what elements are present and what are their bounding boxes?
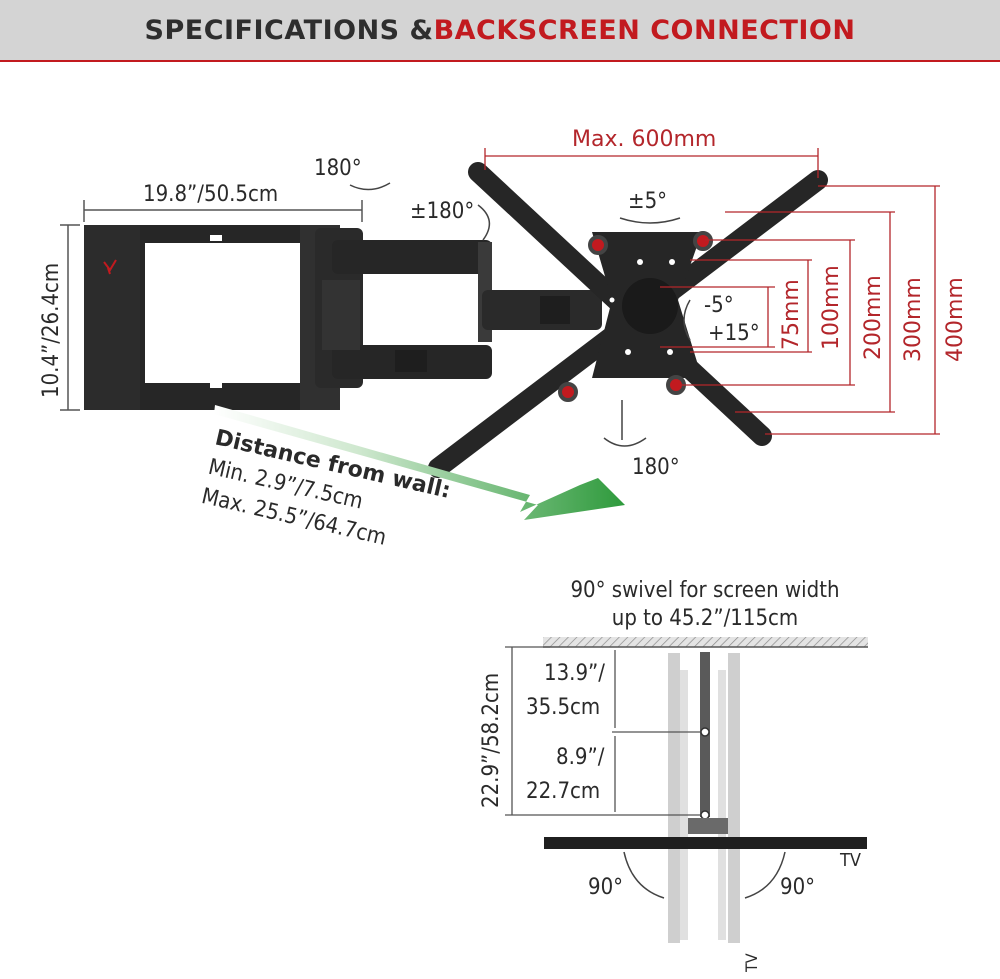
swivel-angle-right: 90° bbox=[780, 875, 815, 900]
tilt-up-label: +15° bbox=[708, 321, 760, 346]
swivel-right-arrow-icon bbox=[744, 851, 786, 899]
vesa-bracket bbox=[428, 162, 828, 478]
vesa-200-label: 200mm bbox=[861, 275, 886, 360]
header-title-part1: SPECIFICATIONS & bbox=[144, 14, 434, 46]
swivel-angle-left: 90° bbox=[588, 875, 623, 900]
vesa-300-label: 300mm bbox=[901, 277, 926, 362]
vesa-400-label: 400mm bbox=[943, 277, 968, 362]
rotation-bottom-arrow-icon bbox=[603, 400, 647, 447]
swivel-dimension-lines bbox=[505, 646, 700, 816]
swing-arms bbox=[315, 228, 602, 388]
swivel-ghost-tvs bbox=[668, 653, 740, 943]
distance-arrow-icon bbox=[214, 405, 625, 520]
swivel-title-line1: 90° swivel for screen width bbox=[570, 578, 839, 603]
vesa-100-label: 100mm bbox=[819, 265, 844, 350]
rotation-top-label: 180° bbox=[314, 156, 362, 181]
swivel-lower-line1: 8.9”/ bbox=[556, 745, 605, 770]
rotation-top-arrow-icon bbox=[349, 182, 391, 191]
rotation-arm-arrow-icon bbox=[477, 204, 491, 241]
wall-height-label: 10.4”/26.4cm bbox=[39, 263, 64, 398]
swivel-upper-line2: 35.5cm bbox=[526, 695, 600, 720]
rotation-arm-label: ±180° bbox=[410, 199, 474, 224]
swivel-depth-label: 22.9”/58.2cm bbox=[479, 673, 504, 808]
swivel-title-line2: up to 45.2”/115cm bbox=[612, 606, 798, 631]
tilt-arrow-icon bbox=[683, 299, 691, 341]
distance-text-group: Distance from wall: Min. 2.9”/7.5cm Max.… bbox=[199, 425, 453, 550]
vesa-75-label: 75mm bbox=[779, 279, 804, 350]
wall-plate bbox=[84, 225, 340, 410]
swivel-tv-label: TV bbox=[839, 850, 861, 871]
wall-width-label: 19.8”/50.5cm bbox=[143, 182, 278, 207]
header-title-part2: BACKSCREEN CONNECTION bbox=[433, 14, 856, 46]
rotation-bottom-label: 180° bbox=[632, 455, 680, 480]
tilt-down-label: -5° bbox=[704, 293, 734, 318]
swivel-tv-label-rotated: TV bbox=[742, 953, 761, 973]
swivel-upper-line1: 13.9”/ bbox=[544, 661, 605, 686]
wall-dimension-lines bbox=[60, 200, 363, 411]
vesa-dimension-lines bbox=[484, 148, 940, 435]
header-banner: SPECIFICATIONS & BACKSCREEN CONNECTION bbox=[0, 0, 1000, 62]
swivel-arm bbox=[688, 652, 728, 834]
spec-diagram: 19.8”/50.5cm 10.4”/26.4cm 180° ±180° ±5°… bbox=[39, 127, 968, 973]
level-adjust-label: ±5° bbox=[628, 189, 667, 214]
swivel-lower-line2: 22.7cm bbox=[526, 779, 600, 804]
swivel-left-arrow-icon bbox=[623, 851, 665, 899]
swivel-tv-panel bbox=[544, 837, 867, 849]
max-width-label: Max. 600mm bbox=[572, 127, 716, 152]
brand-logo-icon bbox=[103, 259, 117, 275]
swivel-wall bbox=[543, 637, 868, 648]
level-arrow-icon bbox=[619, 217, 681, 224]
